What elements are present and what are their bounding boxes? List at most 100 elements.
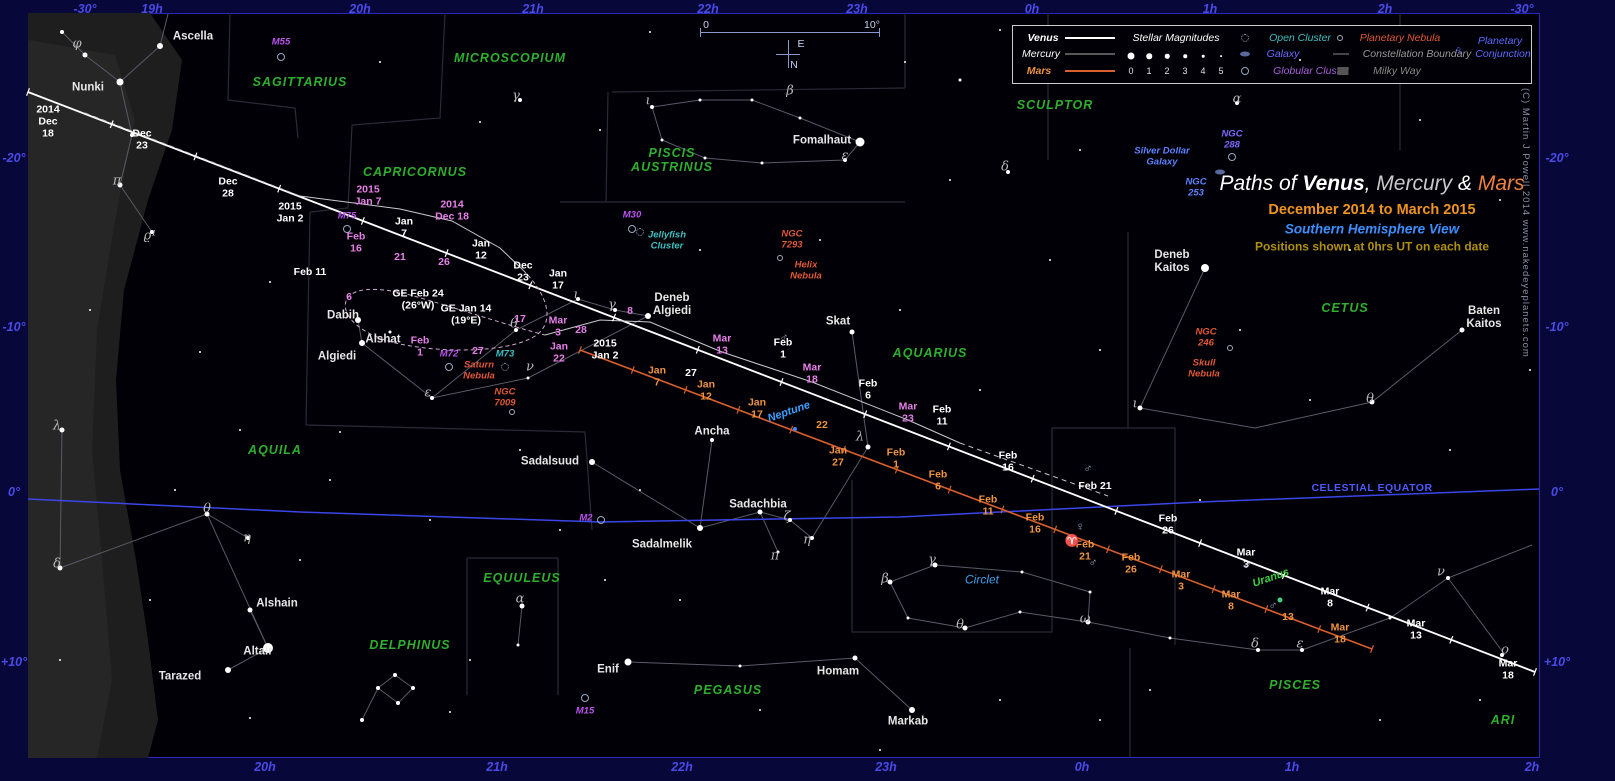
star-dot bbox=[738, 664, 742, 668]
star-dot bbox=[660, 138, 664, 142]
star-dot bbox=[1529, 369, 1531, 371]
star-dot bbox=[710, 438, 714, 442]
star-dot bbox=[526, 376, 530, 380]
frame-declination-label: -10° bbox=[2, 320, 26, 334]
star-dot bbox=[519, 603, 525, 609]
star-dot bbox=[359, 340, 365, 346]
oc-symbol bbox=[501, 363, 509, 371]
magnitude-number: 0 bbox=[1128, 66, 1134, 76]
star-dot bbox=[379, 61, 381, 63]
star-dot bbox=[576, 297, 580, 301]
scale-ten-degrees-label: 10° bbox=[864, 19, 880, 31]
star-dot bbox=[1299, 59, 1301, 61]
star-dot bbox=[999, 699, 1001, 701]
star-chart-map bbox=[28, 13, 1540, 758]
star-dot bbox=[757, 509, 763, 515]
compass-horizontal-line bbox=[776, 54, 800, 55]
star-dot bbox=[514, 328, 518, 332]
star-dot bbox=[130, 133, 134, 137]
star-dot bbox=[958, 78, 962, 82]
star-dot bbox=[698, 98, 702, 102]
star-dot bbox=[1099, 349, 1101, 351]
magnitude-number: 5 bbox=[1218, 66, 1224, 76]
magnitude-dot-0 bbox=[1127, 52, 1135, 60]
star-dot bbox=[59, 427, 65, 433]
star-dot bbox=[1079, 149, 1081, 151]
copyright-text: (C) Martin J Powell 2014 www.nakedeyepla… bbox=[1520, 88, 1531, 358]
star-dot bbox=[645, 313, 651, 319]
star-dot bbox=[1018, 610, 1022, 614]
star-dot bbox=[479, 121, 481, 123]
legend-boundary-label: Constellation Boundary bbox=[1362, 48, 1472, 60]
frame-hour-label: 0h bbox=[1074, 760, 1090, 774]
planetary-nebula-icon bbox=[1337, 35, 1343, 41]
star-dot bbox=[1300, 648, 1304, 652]
gc-symbol bbox=[628, 225, 636, 233]
star-dot bbox=[906, 616, 910, 620]
magnitude-number: 3 bbox=[1182, 66, 1188, 76]
star-dot bbox=[759, 709, 761, 711]
frame-declination-label: -10° bbox=[1545, 320, 1569, 334]
star-dot bbox=[1379, 719, 1381, 721]
star-dot bbox=[1419, 119, 1421, 121]
star-dot bbox=[699, 249, 701, 251]
frame-hour-label: 1h bbox=[1284, 760, 1300, 774]
star-dot bbox=[949, 179, 951, 181]
star-dot bbox=[810, 536, 814, 540]
star-dot bbox=[299, 559, 301, 561]
pn-symbol bbox=[777, 255, 783, 261]
legend-stellar-magnitudes-label: Stellar Magnitudes bbox=[1132, 32, 1220, 44]
frame-hour-label: 22h bbox=[671, 760, 693, 774]
gc-symbol bbox=[581, 694, 589, 702]
star-dot bbox=[89, 309, 91, 311]
legend-milky-way-label: Milky Way bbox=[1373, 65, 1421, 77]
star-dot bbox=[999, 29, 1001, 31]
legend-galaxy-label: Galaxy bbox=[1266, 48, 1300, 60]
star-dot bbox=[962, 625, 968, 631]
gc-symbol bbox=[1228, 153, 1236, 161]
scale-line bbox=[700, 32, 880, 33]
gc-symbol bbox=[597, 516, 605, 524]
star-dot bbox=[909, 707, 915, 713]
star-dot bbox=[225, 667, 231, 673]
frame-hour-label: 21h bbox=[486, 760, 508, 774]
compass-east-label: E bbox=[797, 38, 805, 50]
star-dot bbox=[852, 655, 858, 661]
star-dot bbox=[329, 479, 331, 481]
star-dot bbox=[518, 98, 522, 102]
star-dot bbox=[263, 643, 273, 653]
pn-symbol bbox=[509, 409, 515, 415]
star-dot bbox=[1149, 689, 1151, 691]
magnitude-number: 1 bbox=[1146, 66, 1152, 76]
magnitude-dot-5 bbox=[1220, 55, 1222, 57]
star-dot bbox=[1349, 249, 1351, 251]
oc-symbol bbox=[636, 228, 644, 236]
star-dot bbox=[559, 529, 561, 531]
star-dot bbox=[59, 659, 61, 661]
gc-symbol bbox=[277, 53, 285, 61]
legend-box: Venus Mercury Mars Stellar Magnitudes Op… bbox=[1012, 25, 1532, 84]
star-dot bbox=[60, 30, 64, 34]
star-dot bbox=[411, 686, 415, 690]
star-dot bbox=[760, 161, 764, 165]
star-dot bbox=[516, 643, 520, 647]
star-dot bbox=[703, 156, 707, 160]
frame-declination-label: 0° bbox=[1551, 485, 1563, 499]
star-dot bbox=[82, 52, 88, 58]
star-dot bbox=[776, 550, 780, 554]
milky-way-icon bbox=[1337, 67, 1349, 75]
star-dot bbox=[1388, 616, 1392, 620]
scale-zero-label: 0 bbox=[703, 19, 709, 31]
star-dot bbox=[750, 98, 754, 102]
gc-symbol bbox=[343, 225, 351, 233]
pn-symbol bbox=[1227, 345, 1233, 351]
star-dot bbox=[204, 511, 210, 517]
star-dot bbox=[1309, 399, 1311, 401]
star-dot bbox=[819, 239, 821, 241]
legend-planetary-nebula-label: Planetary Nebula bbox=[1359, 32, 1441, 44]
star-dot bbox=[1199, 499, 1201, 501]
frame-declination-label: -20° bbox=[2, 151, 26, 165]
star-dot bbox=[449, 711, 451, 713]
star-dot bbox=[1446, 576, 1450, 580]
